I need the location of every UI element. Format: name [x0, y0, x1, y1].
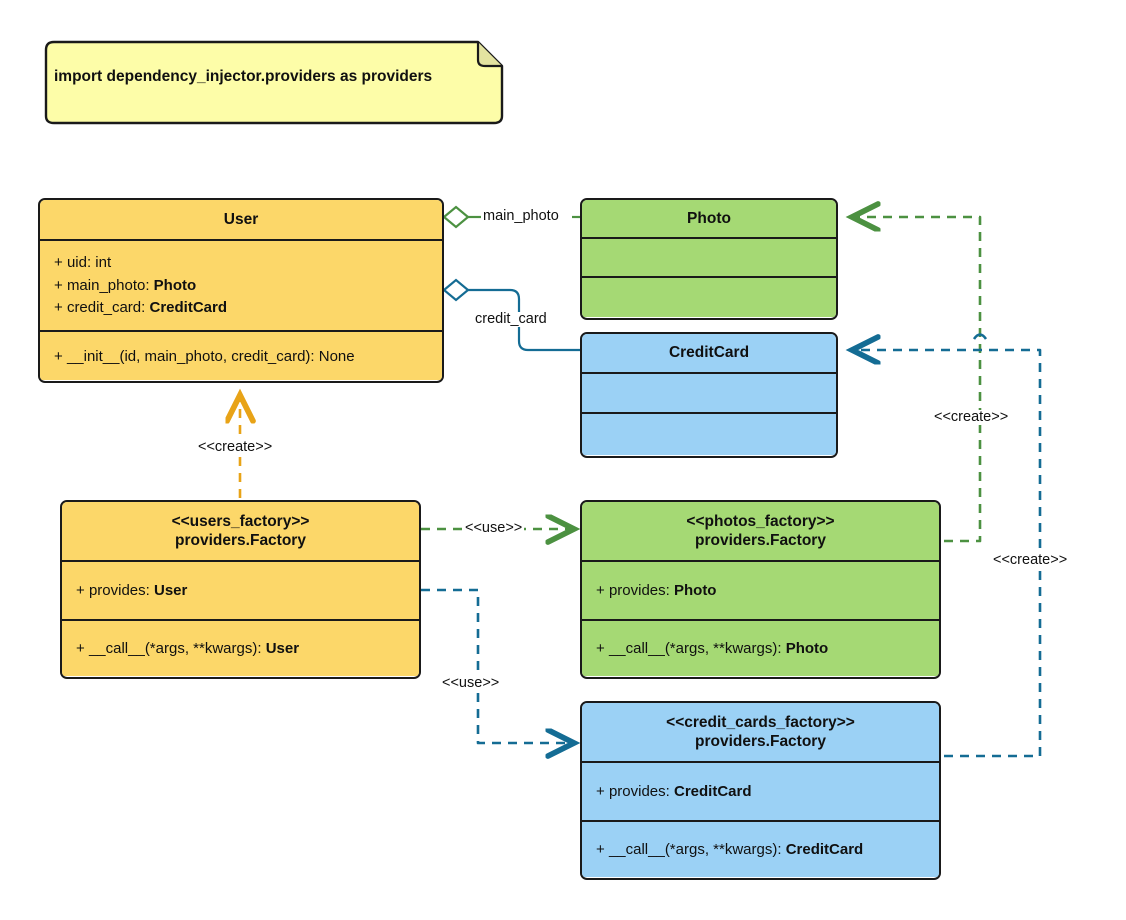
class-photos-factory-name: providers.Factory	[695, 532, 826, 549]
class-users-factory[interactable]: <<users_factory>> providers.Factory + pr…	[60, 500, 421, 679]
class-credit-card[interactable]: CreditCard	[580, 332, 838, 458]
class-credit-card-name: CreditCard	[668, 344, 750, 362]
class-credit-cards-factory-methods: + __call__(*args, **kwargs): CreditCard	[582, 822, 939, 877]
class-credit-cards-factory[interactable]: <<credit_cards_factory>> providers.Facto…	[580, 701, 941, 880]
attribute-row: + uid: int	[54, 253, 112, 271]
class-photos-factory-methods: + __call__(*args, **kwargs): Photo	[582, 621, 939, 676]
class-credit-card-title: CreditCard	[582, 334, 836, 374]
attribute-row: + credit_card: CreditCard	[54, 299, 227, 317]
class-user-name: User	[223, 210, 259, 228]
class-users-factory-title: <<users_factory>> providers.Factory	[62, 502, 419, 562]
class-credit-cards-factory-attributes: + provides: CreditCard	[582, 763, 939, 822]
edge-label-use-photos-factory: <<use>>	[463, 520, 525, 536]
edge-photos-factory-creates-photo	[852, 217, 982, 543]
class-photo[interactable]: Photo	[580, 198, 838, 320]
edge-label-create-credit-card: <<create>>	[991, 552, 1070, 568]
method-row: + __call__(*args, **kwargs): CreditCard	[596, 841, 864, 858]
note-text: import dependency_injector.providers as …	[54, 68, 433, 85]
edge-users-factory-uses-credit-cards-factory	[421, 588, 574, 743]
class-users-factory-name: providers.Factory	[175, 532, 306, 549]
class-photo-name: Photo	[687, 209, 731, 227]
class-credit-cards-factory-name: providers.Factory	[695, 733, 826, 750]
class-credit-cards-factory-stereotype: <<credit_cards_factory>>	[666, 713, 855, 731]
class-user[interactable]: User + uid: int + main_photo: Photo + cr…	[38, 198, 444, 383]
class-photo-title: Photo	[582, 200, 836, 239]
note-shape	[44, 40, 504, 125]
attribute-row: + main_photo: Photo	[54, 276, 197, 294]
class-credit-cards-factory-title: <<credit_cards_factory>> providers.Facto…	[582, 703, 939, 763]
attribute-row: + provides: User	[76, 582, 188, 599]
attribute-row: + provides: Photo	[596, 582, 717, 599]
attribute-row: + provides: CreditCard	[596, 783, 752, 800]
class-photos-factory-stereotype: <<photos_factory>>	[686, 512, 835, 530]
edge-label-create-user: <<create>>	[196, 439, 275, 455]
class-user-attributes: + uid: int + main_photo: Photo + credit_…	[40, 241, 442, 332]
edge-label-main-photo: main_photo	[481, 208, 561, 224]
class-photos-factory[interactable]: <<photos_factory>> providers.Factory + p…	[580, 500, 941, 679]
class-user-methods: + __init__(id, main_photo, credit_card):…	[40, 332, 442, 380]
class-users-factory-attributes: + provides: User	[62, 562, 419, 621]
class-photos-factory-title: <<photos_factory>> providers.Factory	[582, 502, 939, 562]
class-credit-card-methods	[582, 414, 836, 455]
class-photos-factory-attributes: + provides: Photo	[582, 562, 939, 621]
method-row: + __call__(*args, **kwargs): Photo	[596, 640, 829, 657]
edge-label-create-photo: <<create>>	[932, 409, 1011, 425]
edge-label-credit-card: credit_card	[473, 311, 549, 327]
method-row: + __init__(id, main_photo, credit_card):…	[54, 347, 355, 365]
class-user-title: User	[40, 200, 442, 241]
class-users-factory-methods: + __call__(*args, **kwargs): User	[62, 621, 419, 676]
method-row: + __call__(*args, **kwargs): User	[76, 640, 300, 657]
note-import: import dependency_injector.providers as …	[38, 40, 504, 125]
class-photo-attributes	[582, 239, 836, 278]
class-photo-methods	[582, 278, 836, 317]
edge-label-use-credit-cards-factory: <<use>>	[440, 675, 502, 691]
class-credit-card-attributes	[582, 374, 836, 414]
class-users-factory-stereotype: <<users_factory>>	[171, 512, 310, 530]
